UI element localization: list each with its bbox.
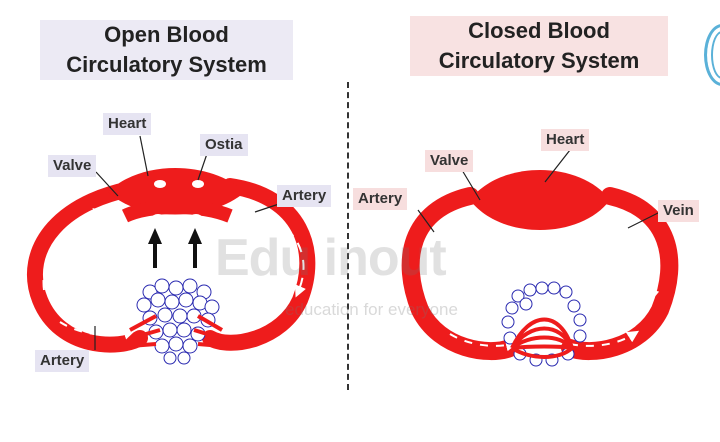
closed-tissue-cells	[501, 281, 587, 367]
flow-arrow	[42, 208, 106, 291]
flow-arrow	[569, 330, 640, 347]
label-heart-open: Heart	[103, 113, 152, 135]
label-artery-open-bottom: Artery	[35, 350, 90, 372]
open-system-diagram	[27, 135, 316, 365]
label-valve-open: Valve	[48, 155, 97, 177]
watermark-logo: Edu inout	[215, 229, 447, 287]
closed-title-line2: Circulatory System	[438, 48, 640, 73]
label-heart-closed: Heart	[541, 129, 590, 151]
hemolymph-up-arrow	[148, 228, 162, 268]
open-system-title: Open Blood Circulatory System	[40, 20, 293, 80]
flow-arrow	[449, 333, 518, 352]
ostia-hole	[152, 214, 164, 222]
closed-system-title: Closed Blood Circulatory System	[410, 16, 668, 76]
label-ostia: Ostia	[200, 134, 248, 156]
capillary-bed	[510, 317, 574, 359]
open-tissue-cells	[136, 278, 220, 365]
closed-title-line1: Closed Blood	[468, 18, 610, 43]
label-vein: Vein	[658, 200, 699, 222]
ostia-hole	[190, 214, 202, 222]
ostia-hole	[154, 180, 166, 188]
closed-heart	[470, 170, 610, 230]
hemolymph-up-arrow	[188, 228, 202, 268]
open-title-line2: Circulatory System	[66, 52, 267, 77]
open-heart	[108, 168, 245, 215]
section-divider	[347, 82, 349, 390]
closed-vessel-loop	[401, 187, 679, 361]
label-artery-open-right: Artery	[277, 185, 332, 207]
watermark-tagline: education for everyone	[285, 300, 458, 319]
ostia-hole	[192, 180, 204, 188]
flow-arrow	[254, 211, 306, 298]
closed-system-diagram	[401, 149, 679, 367]
label-artery-closed: Artery	[353, 188, 408, 210]
open-title-line1: Open Blood	[104, 22, 229, 47]
label-valve-closed: Valve	[425, 150, 474, 172]
